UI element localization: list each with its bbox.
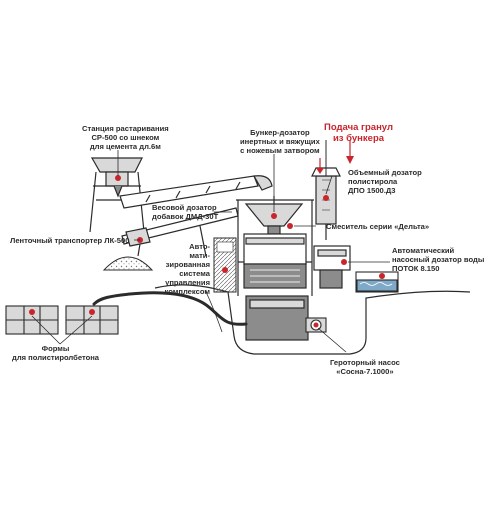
pit-wall-left (204, 289, 223, 333)
belt-conveyor-text: Ленточный транспортер ЛК-500 (10, 236, 130, 245)
mixing-station-line-2: СР-500 со шнеком (91, 133, 160, 142)
mixing-station (89, 157, 145, 233)
marker-pump (313, 322, 319, 328)
water-dispenser-label: Автоматический насосный дозатор воды ПОТ… (392, 246, 484, 273)
automation-line-5: управления (165, 278, 210, 287)
marker-water-tank (379, 273, 385, 279)
volume-dispenser-line-1: Объемный дозатор (348, 168, 422, 177)
water-dispenser-line-2: насосный дозатор воды (392, 255, 485, 264)
pit-tank (245, 295, 309, 341)
volume-dispenser-line-2: полистирола (348, 177, 398, 186)
marker-mixer (287, 223, 293, 229)
belt-conveyor-label: Ленточный транспортер ЛК-500 (10, 236, 129, 245)
marker-water-unit (341, 259, 347, 265)
marker-forms-right (89, 309, 95, 315)
automation-line-6: комплексом (164, 287, 210, 296)
water-dispenser-unit (313, 245, 351, 289)
mixing-station-line-1: Станция растаривания (82, 124, 169, 133)
bunker-dispenser-label: Бункер-дозатор инертных и вяжущих с ноже… (240, 128, 320, 155)
marker-station (115, 175, 121, 181)
forms-line-1: Формы (41, 344, 70, 353)
mixing-station-line-3: для цемента дл.6м (89, 142, 161, 151)
water-dispenser-line-3: ПОТОК 8.150 (392, 264, 440, 273)
automation-line-4: система (179, 269, 210, 278)
mixing-station-label: Станция растаривания СР-500 со шнеком дл… (82, 124, 169, 151)
marker-volume (323, 195, 329, 201)
forms-line-2: для полистиролбетона (12, 353, 100, 362)
mixer-label: Смеситель серии «Дельта» (326, 222, 429, 231)
screw-conveyor (119, 175, 273, 209)
granule-feed-label: Подача гранул из бункера (324, 122, 393, 144)
leader-lines (31, 150, 390, 353)
pump-line-2: «Сосна-7.1000» (336, 367, 394, 376)
water-dispenser-line-1: Автоматический (392, 246, 455, 255)
granule-feed-line-2: из бункера (332, 133, 385, 144)
weight-dispenser-line-2: добавок ДМД-30Т (152, 212, 219, 221)
volume-dispenser-label: Объемный дозатор полистирола ДПО 1500.Д3 (348, 168, 422, 195)
water-tank (355, 271, 399, 293)
marker-automation (222, 267, 228, 273)
pump-line-1: Геротoрный насос (330, 358, 400, 367)
gerotor-pump (305, 317, 327, 333)
automation-label: Авто- мати- зированная система управлени… (160, 242, 210, 296)
marker-forms-left (29, 309, 35, 315)
belt-conveyor (121, 207, 239, 257)
concrete-hose (92, 291, 248, 326)
automation-line-1: Авто- (189, 242, 210, 251)
mixer-text: Смеситель серии «Дельта» (326, 222, 430, 231)
weight-dispenser-label: Весовой дозатор добавок ДМД-30Т (152, 203, 218, 221)
volume-dispenser-line-3: ДПО 1500.Д3 (348, 186, 396, 195)
automation-line-2: мати- (189, 251, 210, 260)
pump-label: Геротoрный насос «Сосна-7.1000» (330, 358, 400, 376)
granule-feed-line-1: Подача гранул (324, 122, 393, 133)
granule-feed-arrows (316, 140, 354, 174)
forms-label: Формы для полистиролбетона (12, 344, 99, 362)
sand-heap (102, 256, 154, 271)
weight-dispenser-line-1: Весовой дозатор (152, 203, 217, 212)
mixer-body (243, 233, 307, 289)
automation-line-3: зированная (165, 260, 210, 269)
bunker-dispenser-line-3: с ножевым затвором (240, 146, 320, 155)
marker-bunker (271, 213, 277, 219)
bunker-dispenser-line-2: инертных и вяжущих (240, 137, 320, 146)
marker-dots (29, 175, 385, 328)
ground-line (154, 284, 471, 355)
bunker-dispenser-line-1: Бункер-дозатор (250, 128, 310, 137)
